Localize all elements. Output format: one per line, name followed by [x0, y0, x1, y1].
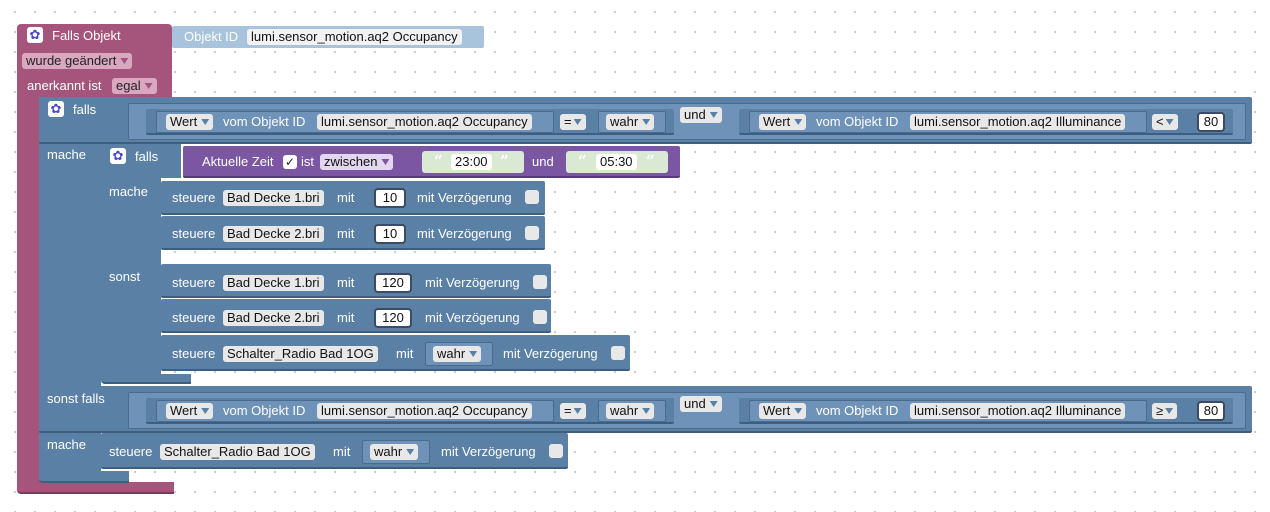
time-und-label: und: [532, 154, 554, 169]
mit-label: mit: [396, 346, 414, 361]
mit-label: mit: [337, 275, 355, 290]
action-block[interactable]: [161, 264, 551, 298]
trigger-block-spine: [17, 98, 41, 482]
cond2-left-id-field[interactable]: lumi.sensor_motion.aq2 Occupancy: [317, 403, 532, 419]
if-falls-label: falls: [73, 102, 97, 117]
cond2-left-bool-dropdown[interactable]: wahr: [606, 403, 655, 419]
cond1-right-op-dropdown[interactable]: <: [1152, 114, 1178, 130]
gear-icon[interactable]: ✿: [27, 27, 43, 43]
mit-label: mit: [337, 226, 355, 241]
mit-label: mit: [337, 190, 355, 205]
delay-checkbox[interactable]: [533, 275, 547, 289]
action-bool-dropdown[interactable]: wahr: [370, 444, 419, 460]
cond1-left-op-dropdown[interactable]: =: [560, 114, 586, 130]
cond1-logic-dropdown[interactable]: und: [680, 107, 722, 123]
action-target-field[interactable]: Schalter_Radio Bad 1OG: [223, 346, 378, 362]
cond2-right-op-dropdown[interactable]: ≥: [1152, 403, 1178, 419]
cond1-left-bool-dropdown[interactable]: wahr: [606, 114, 655, 130]
mit-label: mit: [333, 444, 351, 459]
action-bool-dropdown[interactable]: wahr: [433, 346, 482, 362]
if-block-spine2: [39, 433, 101, 471]
action-target-field[interactable]: Bad Decke 2.bri: [223, 310, 324, 326]
delay-checkbox[interactable]: [611, 346, 625, 360]
delay-label: mit Verzögerung: [503, 346, 598, 361]
time-from-field[interactable]: 23:00: [451, 154, 492, 170]
cond1-right-vom-label: vom Objekt ID: [816, 114, 899, 129]
time-checkbox[interactable]: ✓: [283, 155, 297, 169]
delay-label: mit Verzögerung: [441, 444, 536, 459]
cond2-right-vom-label: vom Objekt ID: [816, 403, 899, 418]
inner-if-bottom: [101, 374, 191, 384]
time-to-field[interactable]: 05:30: [596, 154, 637, 170]
delay-checkbox[interactable]: [549, 444, 563, 458]
gear-icon[interactable]: ✿: [110, 148, 126, 164]
steuere-label: steuere: [172, 226, 216, 241]
cond1-right-wert-dropdown[interactable]: Wert: [759, 114, 807, 130]
if-block-bottom: [39, 471, 129, 483]
cond2-logic-dropdown[interactable]: und: [680, 396, 722, 412]
cond1-left-wert-dropdown[interactable]: Wert: [166, 114, 214, 130]
delay-label: mit Verzögerung: [425, 275, 520, 290]
inner-falls-label: falls: [135, 149, 159, 164]
cond2-right-wert-dropdown[interactable]: Wert: [759, 403, 807, 419]
steuere-label: steuere: [109, 444, 153, 459]
quote-open-icon: “: [434, 152, 443, 170]
delay-checkbox[interactable]: [533, 310, 547, 324]
cond2-left-wert-dropdown[interactable]: Wert: [166, 403, 214, 419]
action-value-number[interactable]: 10: [374, 188, 406, 208]
action-target-field[interactable]: Bad Decke 1.bri: [223, 190, 324, 206]
mit-label: mit: [337, 310, 355, 325]
quote-close-icon: ”: [500, 152, 509, 170]
action-value-number[interactable]: 10: [374, 224, 406, 244]
action-target-field[interactable]: Bad Decke 1.bri: [223, 275, 324, 291]
objekt-id-label: Objekt ID: [184, 29, 239, 44]
cond2-right-id-field[interactable]: lumi.sensor_motion.aq2 Illuminance: [910, 403, 1126, 419]
steuere-label: steuere: [172, 346, 216, 361]
cond2-right-number[interactable]: 80: [1197, 401, 1225, 421]
inner-if-spine: [101, 178, 161, 374]
delay-label: mit Verzögerung: [425, 310, 520, 325]
steuere-label: steuere: [172, 190, 216, 205]
trigger-block-bottom: [17, 482, 174, 494]
steuere-label: steuere: [172, 310, 216, 325]
if-mache-label: mache: [47, 147, 87, 162]
time-prefix-label: Aktuelle Zeit: [202, 154, 274, 169]
cond1-left-vom-label: vom Objekt ID: [223, 114, 306, 129]
inner-sonst-label: sonst: [109, 269, 141, 284]
ack-label: anerkannt ist: [27, 78, 102, 93]
delay-label: mit Verzögerung: [417, 226, 512, 241]
delay-label: mit Verzögerung: [417, 190, 512, 205]
ack-dropdown[interactable]: egal: [112, 78, 157, 94]
action-value-number[interactable]: 120: [374, 308, 412, 328]
cond2-left-vom-label: vom Objekt ID: [223, 403, 306, 418]
action-target-field[interactable]: Schalter_Radio Bad 1OG: [160, 444, 315, 460]
delay-checkbox[interactable]: [525, 190, 539, 204]
trigger-title: Falls Objekt: [52, 28, 121, 43]
changed-dropdown[interactable]: wurde geändert: [22, 53, 133, 69]
time-mode-dropdown[interactable]: zwischen: [320, 154, 394, 170]
steuere-label: steuere: [172, 275, 216, 290]
quote-open-icon: “: [578, 152, 587, 170]
cond2-left-op-dropdown[interactable]: =: [560, 403, 586, 419]
inner-mache-label: mache: [109, 184, 149, 199]
cond1-left-id-field[interactable]: lumi.sensor_motion.aq2 Occupancy: [317, 114, 532, 130]
quote-close-icon: ”: [646, 152, 655, 170]
if-block-spine1: [39, 144, 101, 386]
if-mache2-label: mache: [47, 437, 87, 452]
cond1-right-id-field[interactable]: lumi.sensor_motion.aq2 Illuminance: [910, 114, 1126, 130]
action-target-field[interactable]: Bad Decke 2.bri: [223, 226, 324, 242]
if-sonst-falls-label: sonst falls: [47, 391, 105, 406]
gear-icon[interactable]: ✿: [48, 101, 64, 117]
cond1-right-number[interactable]: 80: [1197, 112, 1225, 132]
objekt-id-field[interactable]: lumi.sensor_motion.aq2 Occupancy: [247, 29, 462, 45]
time-ist-label: ist: [301, 154, 314, 169]
action-value-number[interactable]: 120: [374, 273, 412, 293]
delay-checkbox[interactable]: [525, 226, 539, 240]
